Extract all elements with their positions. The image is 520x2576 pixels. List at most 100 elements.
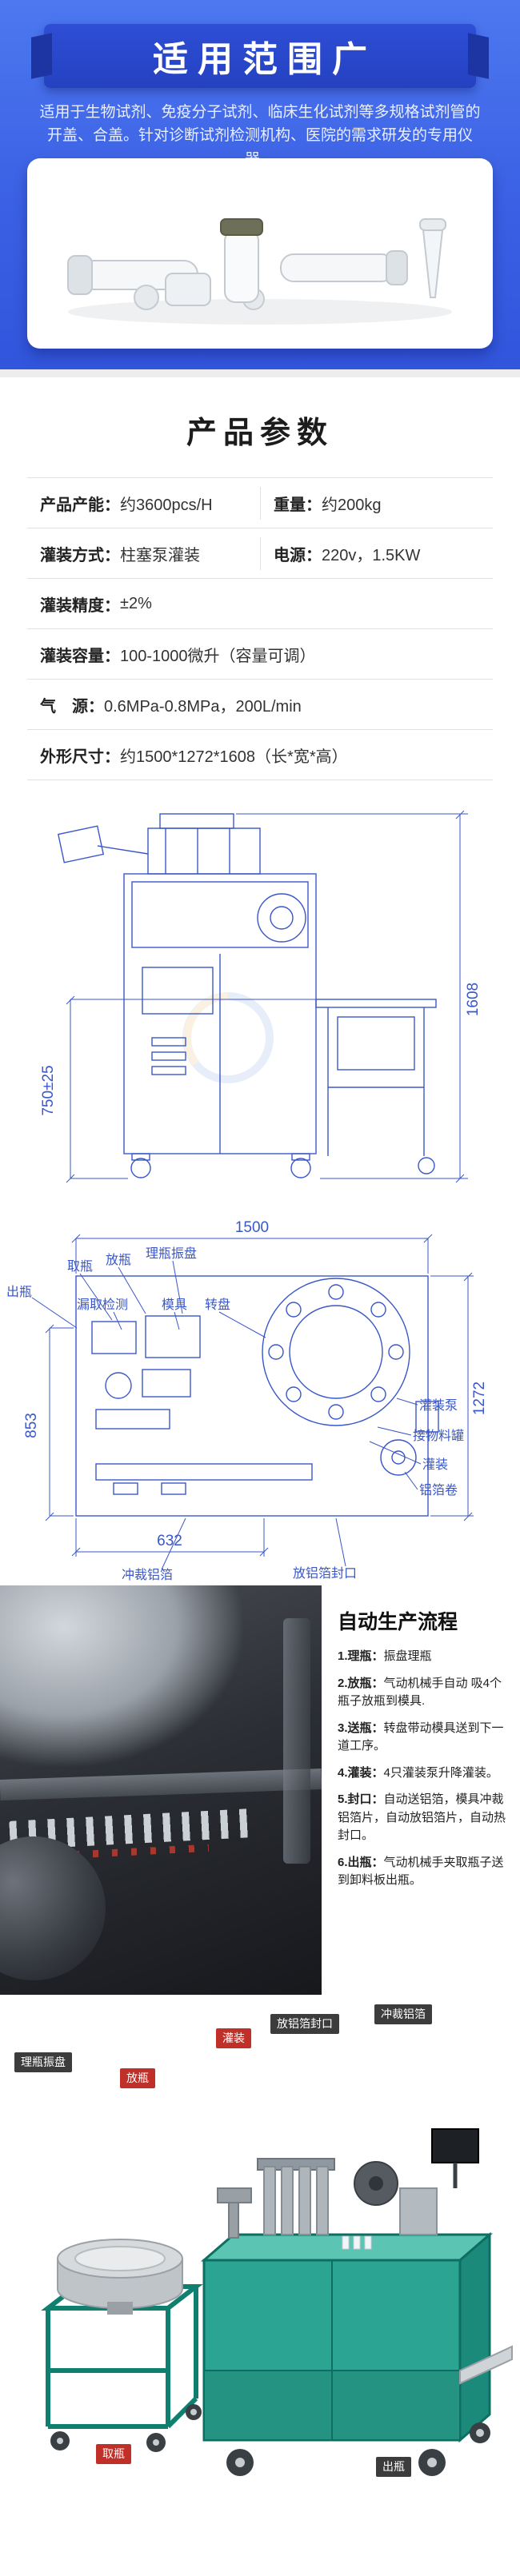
machine-render [41, 2128, 513, 2476]
product-photo [67, 218, 452, 325]
param-cell: 外形尺寸： 约1500*1272*1608（长*宽*高） [27, 739, 493, 772]
chip-out-bottle: 出瓶 [376, 2457, 411, 2477]
chip-take-bottle: 取瓶 [96, 2444, 131, 2464]
param-label: 灌装精度： [40, 596, 120, 615]
process-photo [0, 1585, 322, 1995]
dimension-bottom: 632 [157, 1533, 182, 1549]
layout-outline [75, 1274, 439, 1517]
chip-foil-seal: 放铝箔封口 [270, 2014, 339, 2034]
cad-label-foil-roll: 铝箔卷 [419, 1483, 458, 1497]
photo-turntable [0, 1836, 106, 1980]
ribbon-banner: 适用范围广 [44, 24, 476, 88]
dimension-height: 1608 [465, 983, 482, 1016]
top-equipment [217, 2128, 479, 2250]
step-text: 气动机械手夹取瓶子送到卸料板出瓶。 [338, 1855, 504, 1888]
cad-label-feeder-bowl: 理瓶振盘 [146, 1246, 197, 1261]
cad-label-material-tank: 接物料罐 [413, 1429, 464, 1443]
photo-column [283, 1617, 310, 1864]
table-row: 灌装方式： 柱塞泵灌装 电源： 220v，1.5KW [27, 528, 493, 579]
param-cell: 产品产能： 约3600pcs/H [27, 487, 260, 520]
step-label: 1.理瓶： [338, 1649, 384, 1663]
param-value: 约200kg [322, 496, 382, 514]
parameters-title: 产品参数 [186, 417, 334, 450]
step-label: 4.灌装： [338, 1765, 384, 1780]
param-value: 约3600pcs/H [120, 496, 213, 514]
cad-label-place-bottle: 放瓶 [106, 1253, 131, 1267]
step-text: 振盘理瓶 [383, 1649, 432, 1663]
front-view-drawing: 1608 750±25 [0, 798, 520, 1198]
hero-title: 适用范围广 [153, 40, 377, 79]
param-label: 气 源： [40, 697, 104, 716]
render-section: 理瓶振盘 放瓶 灌装 放铝箔封口 冲裁铝箔 取瓶 出瓶 [0, 1995, 520, 2514]
dimension-depth: 1272 [471, 1381, 488, 1414]
photo-beam [0, 1768, 322, 1800]
cad-label-foil-punch: 冲裁铝箔 [122, 1568, 173, 1582]
param-cell: 重量： 约200kg [260, 486, 493, 520]
param-cell: 灌装容量： 100-1000微升（容量可调） [27, 638, 493, 671]
table-row: 灌装容量： 100-1000微升（容量可调） [27, 629, 493, 680]
process-step: 2.放瓶：气动机械手自动 吸4个瓶子放瓶到模具. [338, 1675, 506, 1711]
cad-label-take-bottle: 取瓶 [67, 1259, 93, 1274]
table-row: 灌装精度： ±2% [27, 579, 493, 629]
cad-label-filling: 灌装 [422, 1457, 448, 1472]
section-divider [0, 369, 520, 377]
param-label: 外形尺寸： [40, 748, 120, 766]
process-step: 4.灌装：4只灌装泵升降灌装。 [338, 1765, 506, 1783]
param-value: ±2% [120, 594, 152, 612]
param-cell: 灌装精度： ±2% [27, 588, 493, 620]
table-row: 气 源： 0.6MPa-0.8MPa，200L/min [27, 680, 493, 730]
step-text: 自动送铝箔，模具冲裁铝箔片，自动放铝箔片，自动热封口。 [338, 1792, 506, 1842]
parameters-section: 产品参数 产品产能： 约3600pcs/H 重量： 约200kg 灌装方式： 柱… [0, 377, 520, 798]
process-step: 1.理瓶：振盘理瓶 [338, 1648, 506, 1666]
dimension-table-height: 750±25 [40, 1065, 57, 1115]
step-label: 3.送瓶： [338, 1721, 384, 1735]
top-view-svg: 出瓶 取瓶 放瓶 理瓶振盘 漏取检测 模具 转盘 灌装泵 接物料罐 灌装 铝箔卷… [6, 1219, 488, 1582]
process-title: 自动生产流程 [338, 1611, 458, 1633]
footer-spacer [0, 2514, 520, 2574]
process-section: 自动生产流程 1.理瓶：振盘理瓶 2.放瓶：气动机械手自动 吸4个瓶子放瓶到模具… [0, 1585, 520, 1995]
caster-wheels [50, 2404, 490, 2476]
step-text: 转盘带动模具送到下一道工序。 [338, 1721, 504, 1753]
parameters-table: 产品产能： 约3600pcs/H 重量： 约200kg 灌装方式： 柱塞泵灌装 … [27, 477, 493, 780]
chip-filling: 灌装 [216, 2028, 251, 2048]
outfeed-chute [459, 2345, 513, 2385]
cad-label-filling-pump: 灌装泵 [419, 1398, 458, 1413]
dimension-lines-right [236, 810, 468, 1183]
table-row: 产品产能： 约3600pcs/H 重量： 约200kg [27, 478, 493, 528]
top-view-drawing: 出瓶 取瓶 放瓶 理瓶振盘 漏取检测 模具 转盘 灌装泵 接物料罐 灌装 铝箔卷… [0, 1198, 520, 1585]
step-label: 5.封口： [338, 1792, 384, 1806]
param-label: 产品产能： [40, 496, 120, 514]
param-value: 220v，1.5KW [322, 546, 421, 564]
param-value: 100-1000微升（容量可调） [120, 647, 316, 665]
param-label: 重量： [274, 496, 322, 514]
process-panel: 自动生产流程 1.理瓶：振盘理瓶 2.放瓶：气动机械手自动 吸4个瓶子放瓶到模具… [322, 1585, 520, 1995]
step-text: 4只灌装泵升降灌装。 [383, 1765, 498, 1780]
param-cell: 电源： 220v，1.5KW [260, 536, 493, 570]
chip-place-bottle: 放瓶 [120, 2068, 155, 2088]
dimension-width: 1500 [235, 1219, 269, 1236]
front-view-svg: 1608 750±25 [40, 810, 482, 1183]
dimension-lines-left [66, 995, 316, 1183]
dimension-lines [45, 1234, 474, 1557]
product-photo-card [27, 158, 493, 349]
photo-machine-highlight [0, 1585, 242, 1766]
watermark-logo [182, 992, 274, 1083]
cad-label-out-bottle: 出瓶 [6, 1285, 32, 1299]
chip-foil-punch: 冲裁铝箔 [374, 2004, 432, 2024]
param-label: 灌装方式： [40, 546, 120, 564]
param-value: 柱塞泵灌装 [120, 546, 200, 564]
table-row: 外形尺寸： 约1500*1272*1608（长*宽*高） [27, 730, 493, 780]
dimension-left: 853 [23, 1413, 40, 1438]
param-label: 电源： [274, 546, 322, 564]
machine-body [200, 2231, 494, 2443]
step-text: 气动机械手自动 吸4个瓶子放瓶到模具. [338, 1676, 502, 1709]
step-label: 2.放瓶： [338, 1676, 384, 1690]
param-value: 约1500*1272*1608（长*宽*高） [120, 748, 348, 766]
cad-label-mold: 模具 [162, 1298, 187, 1312]
vibration-bowl [57, 2239, 183, 2315]
hmi-monitor [431, 2128, 479, 2163]
process-step: 3.送瓶：转盘带动模具送到下一道工序。 [338, 1720, 506, 1756]
hero-section: 适用范围广 适用于生物试剂、免疫分子试剂、临床生化试剂等多规格试剂管的开盖、合盖… [0, 0, 520, 369]
cad-label-foil-seal: 放铝箔封口 [293, 1566, 357, 1581]
chip-feeder-bowl: 理瓶振盘 [14, 2052, 72, 2072]
